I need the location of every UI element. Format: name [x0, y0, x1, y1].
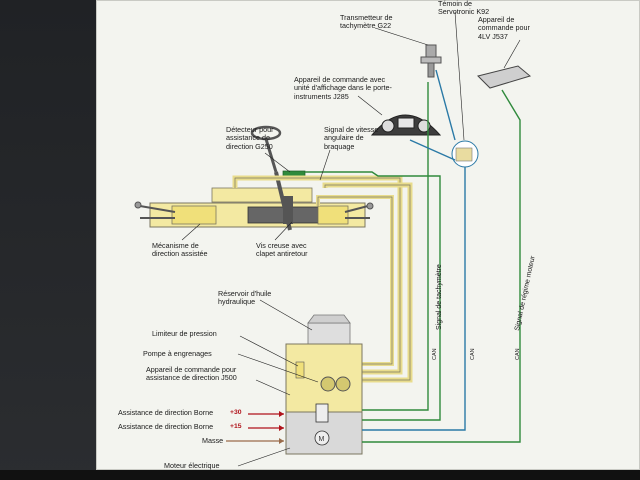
- label-signal-vitesse: Signal de vitesse angulaire de braquage: [324, 125, 379, 151]
- label-borne-30: Assistance de direction Borne: [118, 408, 214, 417]
- label-borne-15: Assistance de direction Borne: [118, 422, 214, 431]
- leader-lines: [181, 11, 521, 467]
- steering-wheel: [250, 125, 306, 231]
- terminal-30: +30: [230, 409, 242, 416]
- bus-tag-1: CAN: [432, 348, 438, 360]
- label-mecanisme: Mécanisme de direction assistée: [152, 241, 208, 259]
- label-appareil-porte-instruments: Appareil de commande avec unité d'affich…: [294, 75, 392, 101]
- diagram-sheet: [96, 0, 640, 470]
- hydraulic-lines: [232, 175, 413, 383]
- label-detecteur: Détecteur pour assistance de direction G…: [226, 125, 274, 151]
- steering-rack: [134, 187, 374, 228]
- label-pompe: Pompe à engrenages: [143, 349, 212, 358]
- label-signal-tachymetre: Signal de tachymètre: [436, 264, 443, 330]
- 4lv-unit: [477, 65, 532, 89]
- pump-unit: M: [285, 314, 363, 455]
- label-limiteur: Limiteur de pression: [152, 329, 217, 338]
- svg-text:M: M: [319, 436, 325, 443]
- label-reservoir: Réservoir d'huile hydraulique: [218, 289, 272, 307]
- signal-wires: [305, 69, 521, 443]
- bus-tag-2: CAN: [470, 348, 476, 360]
- label-temoin-servotronic: Témoin de Servotronic K92: [438, 0, 490, 17]
- label-vis-creuse: Vis creuse avec clapet antiretour: [256, 241, 308, 259]
- power-wires: [226, 411, 284, 444]
- label-appareil-4lv: Appareil de commande pour 4LV J537: [478, 15, 530, 41]
- terminal-15: +15: [230, 423, 242, 430]
- label-appareil-j500: Appareil de commande pour assistance de …: [146, 365, 237, 383]
- label-masse: Masse: [202, 436, 224, 445]
- instrument-cluster: [370, 114, 442, 136]
- label-transmetteur-tachymetre: Transmetteur de tachymètre G22: [340, 13, 393, 31]
- servotronic-lamp: [451, 140, 479, 168]
- bus-tag-3: CAN: [515, 348, 521, 360]
- screen-bezel: [0, 470, 640, 480]
- speed-sender: [420, 44, 442, 78]
- label-moteur: Moteur électrique: [164, 461, 220, 470]
